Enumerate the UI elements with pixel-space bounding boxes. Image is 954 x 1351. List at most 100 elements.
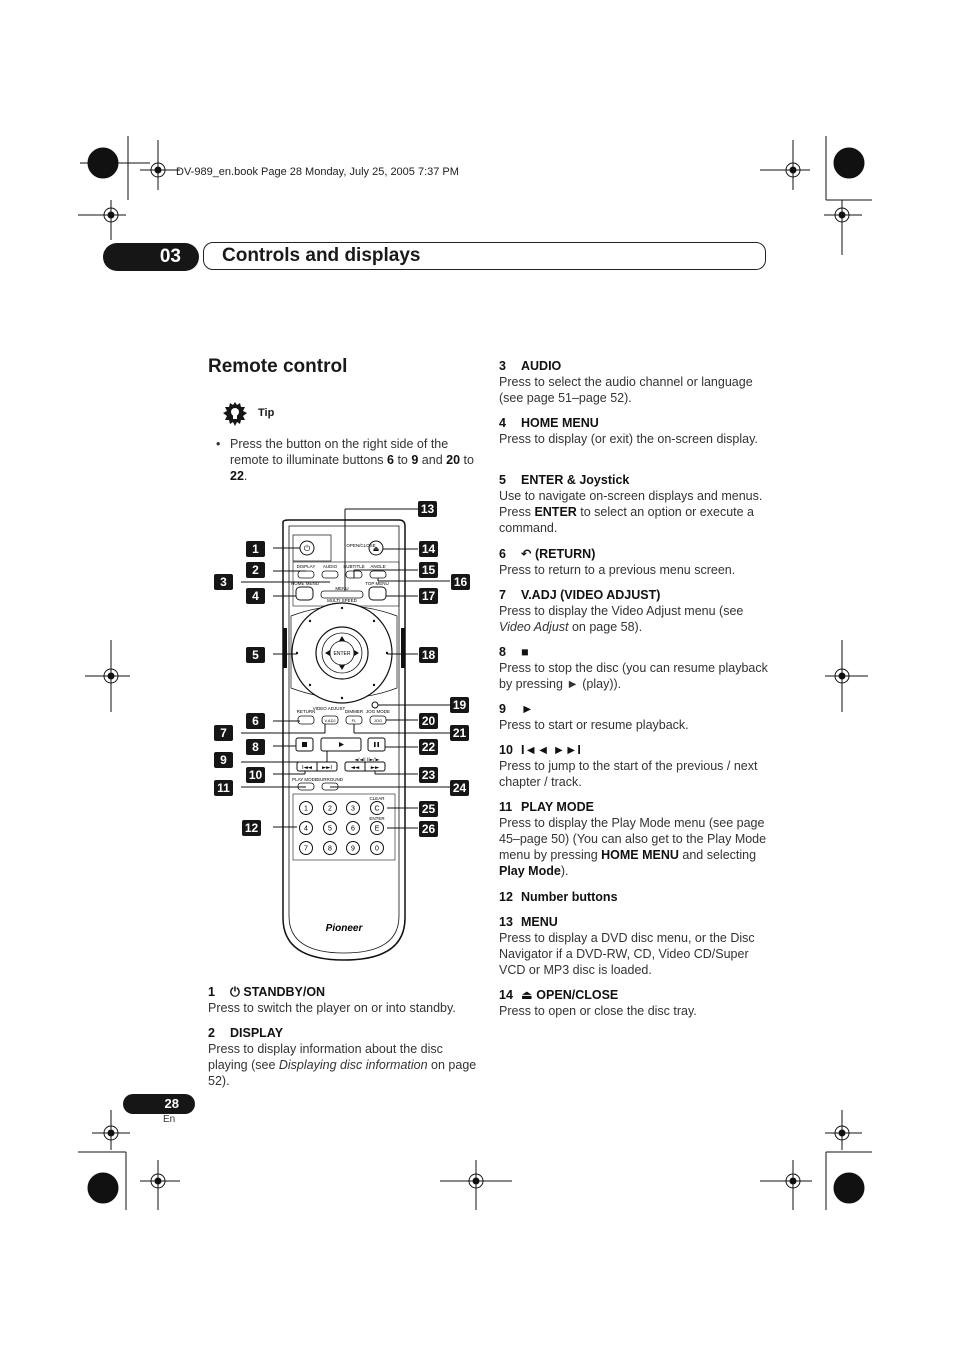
svg-text:◄/◄II II►/I►: ◄/◄II II►/I► [355,757,380,763]
callout-1: 1 [246,541,265,557]
callout-22: 22 [419,739,438,755]
entry-1: 1⏻ STANDBY/ON Press to switch the player… [208,985,456,1015]
keypad-button [323,841,337,855]
callout-23: 23 [419,767,438,783]
svg-text:⏏: ⏏ [373,545,380,553]
svg-text:DIMMER: DIMMER [345,709,364,714]
keypad-label: 9 [351,846,355,853]
tip-bullet: • [216,437,221,451]
callout-11: 11 [214,780,233,796]
keypad-label: 2 [328,806,332,813]
callout-14: 14 [419,541,438,557]
callout-6: 6 [246,713,265,729]
svg-text:►►I: ►►I [322,765,332,771]
keypad-button [323,801,337,815]
callout-24: 24 [450,780,469,796]
keypad-button [346,821,360,835]
callout-25: 25 [419,801,438,817]
svg-text:VIDEO ADJUST: VIDEO ADJUST [313,706,346,711]
callout-17: 17 [419,588,438,604]
keypad-label: 8 [328,846,332,853]
brand-logo: Pioneer [326,923,364,934]
svg-text:►►: ►► [371,765,380,771]
tip-label: Tip [258,407,275,419]
callout-9: 9 [214,752,233,768]
keypad-button [299,841,313,855]
callout-3: 3 [214,574,233,590]
section-title: Remote control [208,356,348,377]
entry-6: 6↶ (RETURN) Press to return to a previou… [499,547,736,577]
keypad-button [346,841,360,855]
callout-7: 7 [214,725,233,741]
print-header: DV-989_en.book Page 28 Monday, July 25, … [176,166,459,178]
svg-text:FL: FL [352,718,357,723]
svg-text:SURROUND: SURROUND [317,777,344,782]
svg-text:MULTI SPEED: MULTI SPEED [327,598,357,603]
callout-15: 15 [419,562,438,578]
svg-text:SUBTITLE: SUBTITLE [343,564,365,569]
return-icon: ↶ [521,547,535,561]
svg-text:ANGLE: ANGLE [370,564,385,569]
chapter-title: Controls and displays [222,245,421,266]
keypad-label: 1 [304,806,308,813]
svg-text:HOME MENU: HOME MENU [291,581,319,586]
callout-8: 8 [246,739,265,755]
svg-text:RETURN: RETURN [297,709,316,714]
svg-text:TOP MENU: TOP MENU [365,581,389,586]
page-language: En [163,1114,176,1125]
keypad-label: C [374,806,379,813]
callout-13: 13 [418,501,437,517]
callout-26: 26 [419,821,438,837]
svg-text:DISPLAY: DISPLAY [297,564,316,569]
lightbulb-icon [223,402,247,426]
callout-10: 10 [246,767,265,783]
page-number: 28 [123,1094,195,1114]
chapter-title-box [203,242,766,270]
power-icon: ⏻ [230,985,244,999]
callout-20: 20 [419,713,438,729]
callout-18: 18 [419,647,438,663]
keypad-label: 4 [304,826,308,833]
entry-14: 14⏏ OPEN/CLOSE Press to open or close th… [499,988,697,1018]
callout-5: 5 [246,647,265,663]
svg-text:ENTER: ENTER [334,651,351,657]
tip-text: • Press the button on the right side of … [216,437,474,483]
eject-icon: ⏏ [521,988,537,1002]
svg-text:◄◄: ◄◄ [351,765,360,771]
keypad-label: 0 [375,846,379,853]
svg-text:⏻: ⏻ [304,544,311,553]
callout-12: 12 [242,820,261,836]
svg-text:JOG: JOG [374,718,382,723]
callout-19: 19 [450,697,469,713]
entry-8: 8■ Press to stop the disc (you can resum… [499,645,768,691]
svg-text:PLAY MODE: PLAY MODE [292,777,318,782]
keypad-label: E [375,826,380,833]
svg-text:CLEAR: CLEAR [369,796,385,801]
callout-2: 2 [246,562,265,578]
keypad-button [370,801,384,815]
callout-4: 4 [246,588,265,604]
entry-9: 9► Press to start or resume playback. [499,702,689,732]
keypad-label: 3 [351,806,355,813]
callout-16: 16 [451,574,470,590]
svg-text:JOG MODE: JOG MODE [366,709,390,714]
svg-text:AUDIO: AUDIO [323,564,338,569]
svg-text:V.ADJ: V.ADJ [325,718,336,723]
keypad-button [323,821,337,835]
keypad-label: 5 [328,826,332,833]
chapter-number: 03 [103,243,199,271]
remote-control-diagram: ⏻ ⏏ OPEN/CLOSE DISPLAY AUDIO SUBTITLE AN… [241,508,450,961]
keypad-button [370,841,384,855]
keypad-button [299,801,313,815]
keypad-label: 6 [351,826,355,833]
